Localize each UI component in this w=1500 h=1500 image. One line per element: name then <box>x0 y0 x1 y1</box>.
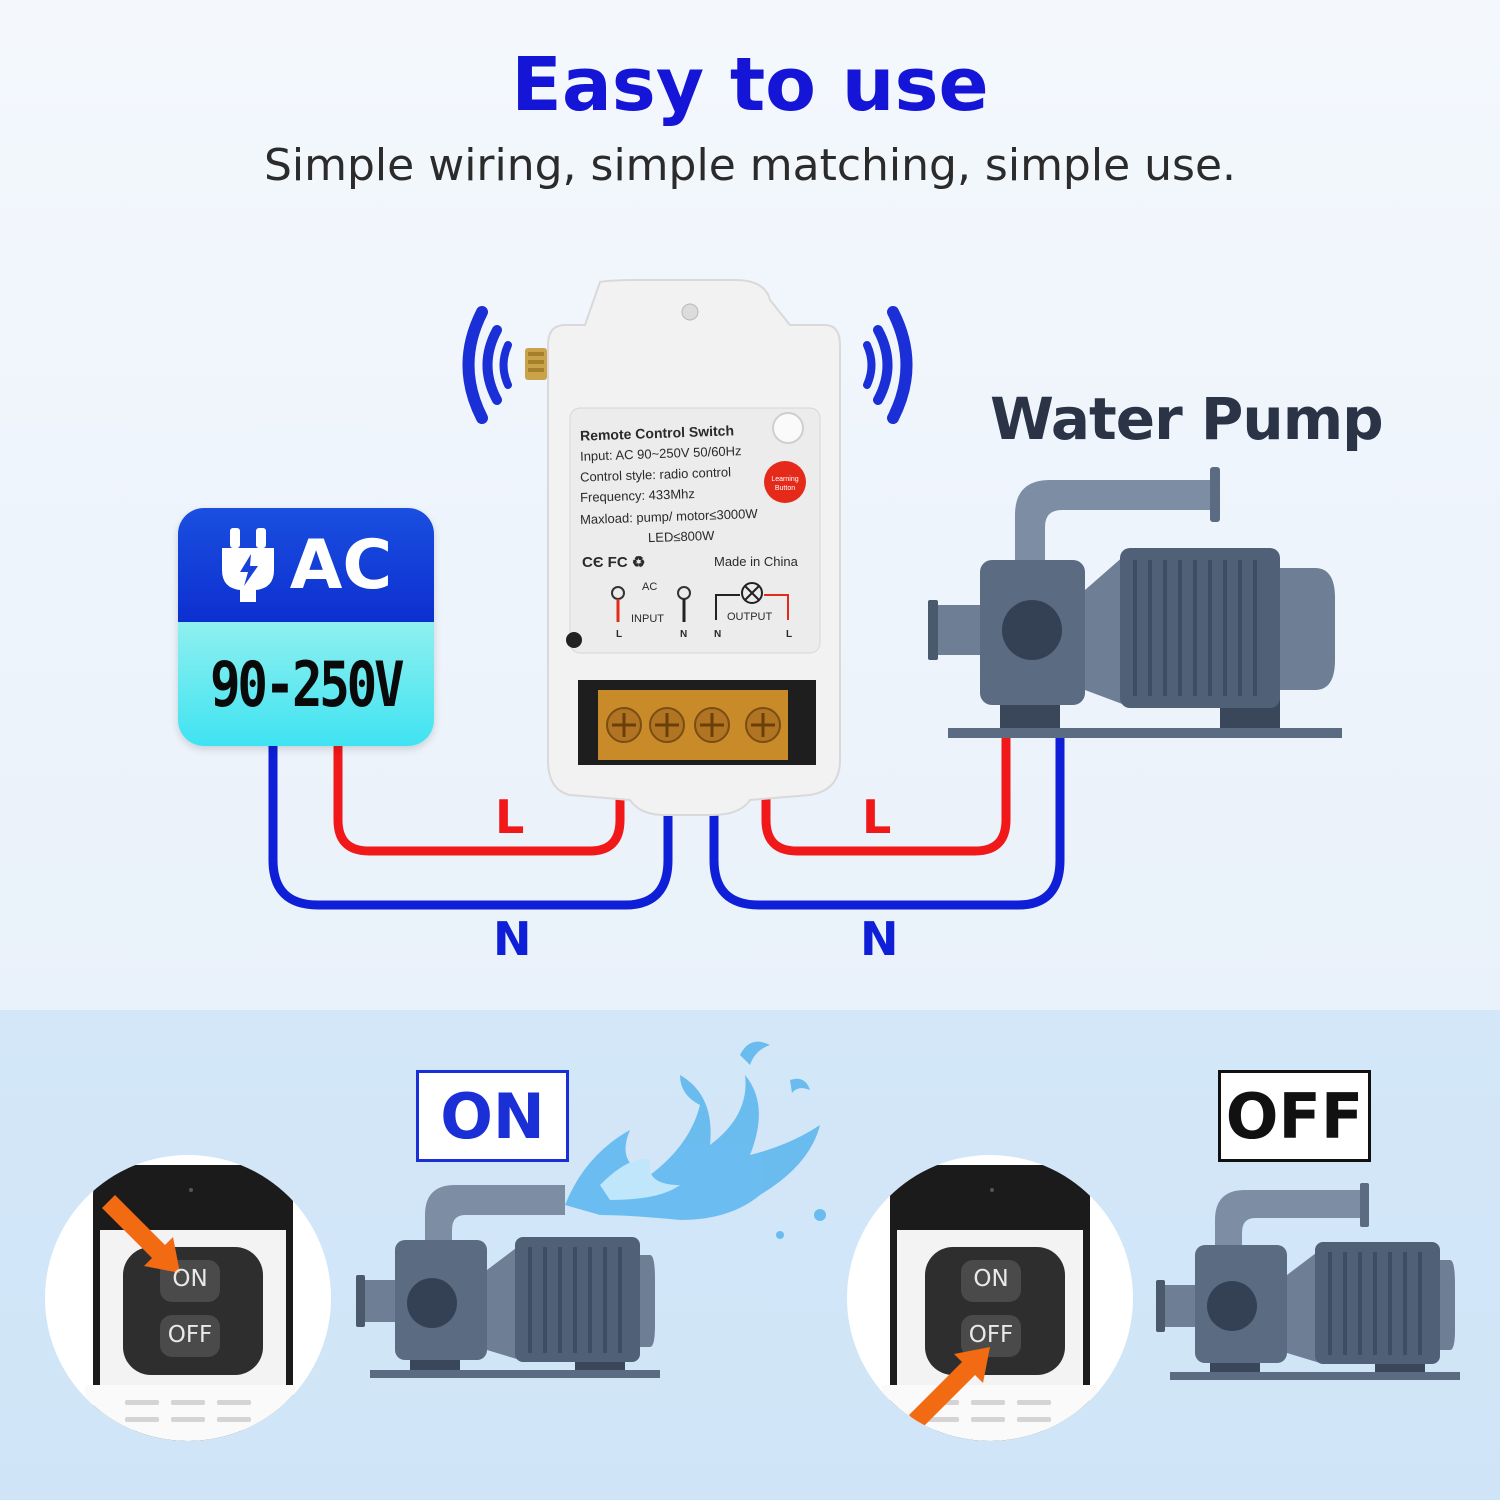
remote-on-button[interactable]: ON <box>973 1266 1009 1292</box>
left-neutral-wire <box>268 745 673 910</box>
device-led-spec: LED≤800W <box>647 527 715 546</box>
remote-on-button[interactable]: ON <box>172 1266 208 1292</box>
right-live-label: L <box>862 790 892 844</box>
remote-control-icon <box>85 1165 295 1441</box>
wiring-diagram <box>268 279 1342 910</box>
water-pump-illustration <box>928 467 1342 738</box>
remote-off-button[interactable]: OFF <box>167 1322 213 1348</box>
ac-power-badge: AC 90-250V <box>178 508 434 746</box>
terminal-mark: N <box>680 629 688 640</box>
left-live-wire <box>333 745 625 856</box>
ac-badge-voltage-area: 90-250V <box>178 622 434 746</box>
terminal-mark: N <box>714 629 722 640</box>
left-neutral-label: N <box>493 912 532 966</box>
on-state-box: ON <box>416 1070 569 1162</box>
ac-type-label: AC <box>289 525 393 605</box>
page-subtitle: Simple wiring, simple matching, simple u… <box>263 140 1237 191</box>
output-terminal-label: OUTPUT <box>727 611 773 623</box>
remote-switch-device <box>525 279 841 816</box>
ac-input-mark: AC <box>642 581 658 593</box>
signal-waves-right-icon <box>863 306 913 424</box>
ac-voltage-value: 90-250V <box>210 647 405 721</box>
pointer-arrow-icon <box>909 1347 990 1428</box>
off-state-box: OFF <box>1218 1070 1371 1162</box>
remote-control-icon <box>882 1165 1097 1441</box>
water-splash-highlight-icon <box>600 1159 680 1200</box>
terminal-mark: L <box>616 629 623 640</box>
water-splash-icon <box>565 1041 826 1239</box>
left-live-label: L <box>495 790 525 844</box>
device-made-in: Made in China <box>714 554 798 569</box>
right-neutral-wire <box>709 735 1065 910</box>
right-live-wire <box>761 735 1011 856</box>
water-pump-title: Water Pump <box>990 385 1384 453</box>
right-neutral-label: N <box>860 912 899 966</box>
remote-off-closeup: ON OFF <box>847 1155 1133 1441</box>
signal-waves-left-icon <box>462 306 512 424</box>
page-title: Easy to use <box>511 42 989 128</box>
certification-marks-icon: CЄ FC ♻ <box>582 554 646 571</box>
pointer-arrow-icon <box>102 1195 180 1273</box>
input-terminal-label: INPUT <box>631 613 664 625</box>
pump-stopped-illustration <box>1156 1183 1460 1380</box>
pump-running-illustration <box>356 1041 826 1378</box>
remote-off-button[interactable]: OFF <box>968 1322 1014 1348</box>
remote-on-closeup: ON OFF <box>45 1155 331 1441</box>
power-plug-icon <box>221 528 274 602</box>
ac-badge-header: AC <box>178 508 434 622</box>
terminal-mark: L <box>786 629 793 640</box>
